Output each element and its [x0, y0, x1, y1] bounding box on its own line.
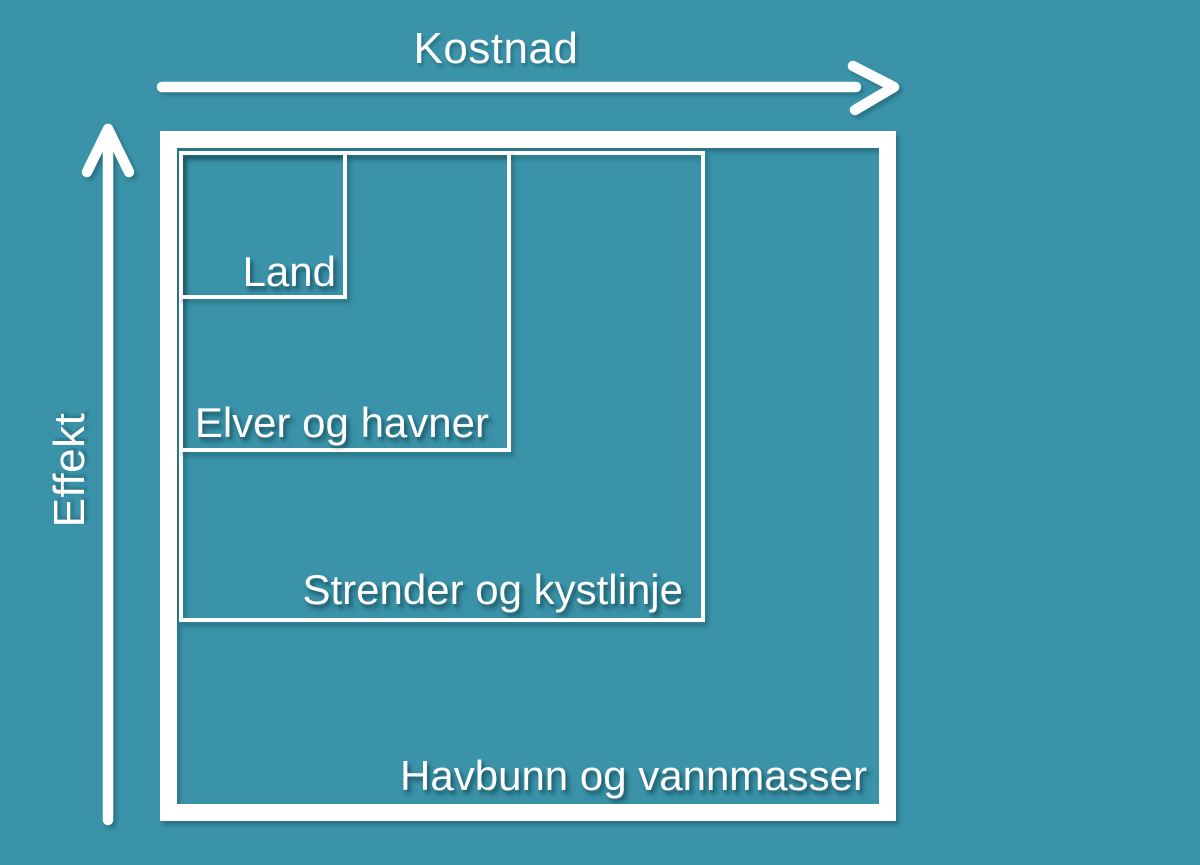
x-axis-arrow-icon	[156, 60, 900, 116]
zone-havbunn-og-vannmasser: Havbunn og vannmasser	[160, 131, 896, 821]
y-axis-arrow-icon	[81, 123, 135, 826]
zone-label-land: Land	[242, 247, 336, 295]
zone-land: Land	[179, 151, 347, 299]
zone-label-elver-og-havner: Elver og havner	[194, 398, 489, 446]
x-axis-label: Kostnad	[413, 24, 579, 73]
zone-elver-og-havner: Elver og havner	[179, 151, 511, 452]
zone-label-havbunn-og-vannmasser: Havbunn og vannmasser	[400, 751, 867, 799]
zone-label-strender-og-kystlinje: Strender og kystlinje	[302, 565, 683, 613]
